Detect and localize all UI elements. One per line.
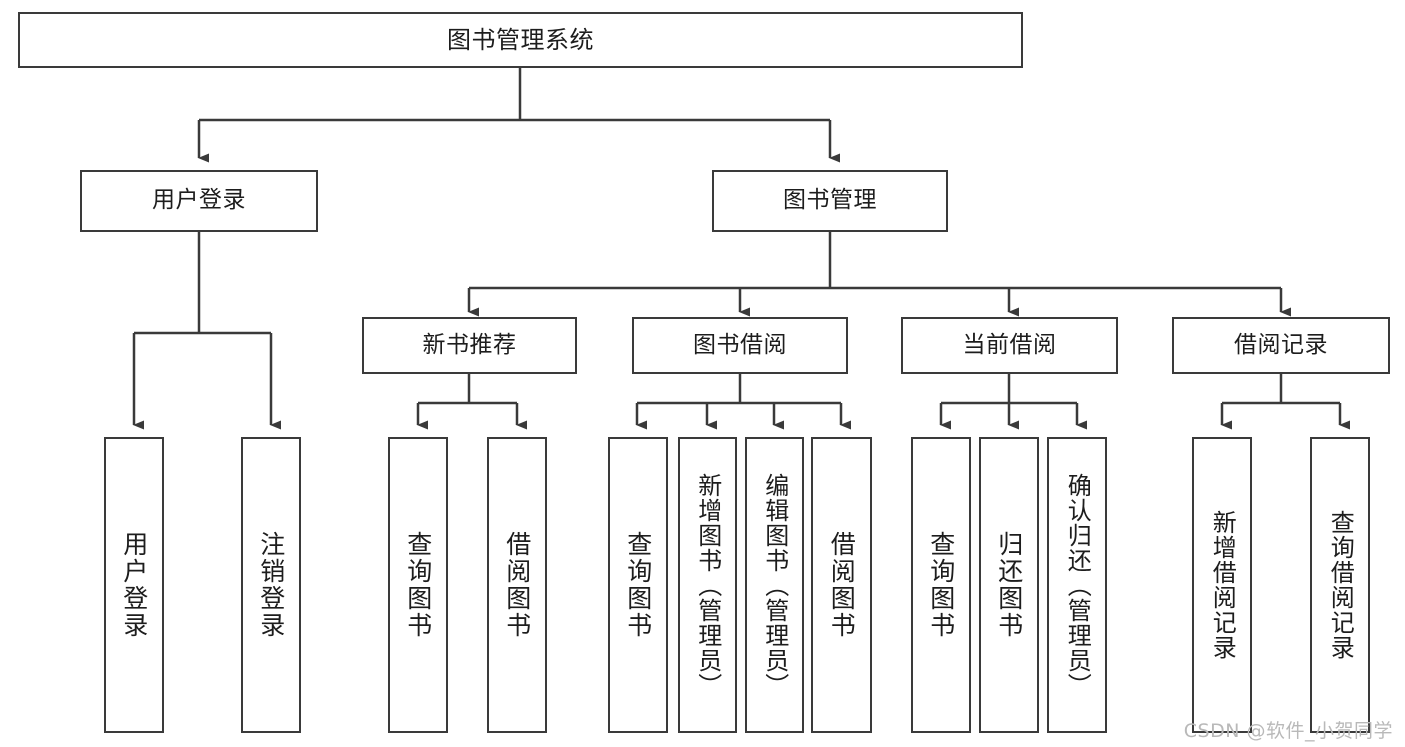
node-label: 图书管理 bbox=[783, 187, 877, 214]
node-label: 查询图书 bbox=[403, 531, 433, 639]
watermark-text: CSDN @软件_小贺同学 bbox=[1183, 720, 1393, 742]
node-label: 图书管理系统 bbox=[447, 25, 594, 54]
leaf-user-login[interactable]: 用户登录 bbox=[104, 437, 164, 733]
leaf-return-books[interactable]: 归还图书 bbox=[979, 437, 1039, 733]
node-label: 新书推荐 bbox=[422, 331, 517, 358]
node-label: 查询图书 bbox=[623, 531, 653, 639]
leaf-query-books-current[interactable]: 查询图书 bbox=[911, 437, 971, 733]
node-label: 归还图书 bbox=[994, 531, 1024, 639]
leaf-edit-book-admin[interactable]: 编辑图书（管理员） bbox=[745, 437, 804, 733]
node-label: 借阅图书 bbox=[827, 531, 857, 639]
node-label: 当前借阅 bbox=[962, 331, 1057, 358]
node-book-management[interactable]: 图书管理 bbox=[712, 170, 948, 232]
leaf-query-books-new[interactable]: 查询图书 bbox=[388, 437, 448, 733]
leaf-add-borrow-record[interactable]: 新增借阅记录 bbox=[1192, 437, 1252, 733]
node-user-login[interactable]: 用户登录 bbox=[80, 170, 318, 232]
node-current-borrowing[interactable]: 当前借阅 bbox=[901, 317, 1118, 374]
node-label: 借阅记录 bbox=[1234, 331, 1328, 358]
node-label: 查询借阅记录 bbox=[1326, 510, 1355, 660]
node-label: 编辑图书（管理员） bbox=[760, 472, 789, 698]
leaf-query-borrow-record[interactable]: 查询借阅记录 bbox=[1310, 437, 1370, 733]
node-label: 用户登录 bbox=[152, 187, 246, 214]
leaf-add-book-admin[interactable]: 新增图书（管理员） bbox=[678, 437, 737, 733]
node-label: 图书借阅 bbox=[693, 331, 787, 358]
leaf-query-books-borrow[interactable]: 查询图书 bbox=[608, 437, 668, 733]
node-new-book-recommendation[interactable]: 新书推荐 bbox=[362, 317, 577, 374]
node-label: 注销登录 bbox=[256, 531, 286, 639]
node-label: 确认归还（管理员） bbox=[1063, 472, 1092, 698]
leaf-borrow-books-borrow[interactable]: 借阅图书 bbox=[811, 437, 872, 733]
leaf-logout[interactable]: 注销登录 bbox=[241, 437, 301, 733]
node-label: 查询图书 bbox=[926, 531, 956, 639]
leaf-borrow-books-new[interactable]: 借阅图书 bbox=[487, 437, 547, 733]
node-label: 新增借阅记录 bbox=[1208, 510, 1237, 660]
node-label: 借阅图书 bbox=[502, 531, 532, 639]
node-root-book-management-system[interactable]: 图书管理系统 bbox=[18, 12, 1023, 68]
node-borrowing-records[interactable]: 借阅记录 bbox=[1172, 317, 1390, 374]
node-book-borrowing[interactable]: 图书借阅 bbox=[632, 317, 848, 374]
node-label: 用户登录 bbox=[119, 531, 149, 639]
leaf-confirm-return-admin[interactable]: 确认归还（管理员） bbox=[1047, 437, 1107, 733]
node-label: 新增图书（管理员） bbox=[693, 472, 722, 698]
